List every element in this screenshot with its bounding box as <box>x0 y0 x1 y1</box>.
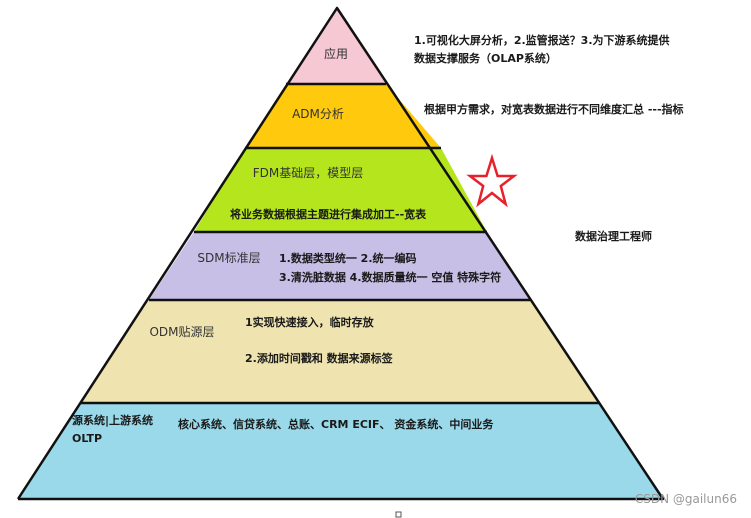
layer-fdm-band <box>194 148 487 232</box>
layer-app-title: 应用 <box>324 46 348 61</box>
odm-note-line-1: 1实现快速接入，临时存放 <box>245 315 375 329</box>
layer-odm-title: ODM贴源层 <box>149 325 214 339</box>
src-note: 核心系统、信贷系统、总账、CRM ECIF、 资金系统、中间业务 <box>178 417 494 431</box>
layer-sdm-band <box>149 232 530 300</box>
layer-adm-title: ADM分析 <box>292 107 344 121</box>
odm-note-line-2: 2.添加时间戳和 数据来源标签 <box>245 351 394 365</box>
side-label-role: 数据治理工程师 <box>575 229 652 243</box>
sdm-note-line-2: 3.清洗脏数据 4.数据质量统一 空值 特殊字符 <box>279 270 501 284</box>
pyramid-outline <box>16 6 665 501</box>
layer-app-band <box>286 8 386 84</box>
layer-sdm-title: SDM标准层 <box>197 251 260 265</box>
layer-src-title: 源系统|上游系统 <box>72 413 153 427</box>
app-note-line-2: 数据支撑服务（OLAP系统） <box>414 51 557 65</box>
layer-src-band <box>18 403 663 499</box>
fdm-note: 将业务数据根据主题进行集成加工--宽表 <box>230 207 427 221</box>
layer-src-subtitle: OLTP <box>72 432 102 445</box>
sdm-note-line-1: 1.数据类型统一 2.统一编码 <box>279 251 417 265</box>
star-outline-icon <box>466 153 518 208</box>
layer-adm-band <box>245 84 441 148</box>
adm-note: 根据甲方需求，对宽表数据进行不同维度汇总 ---指标 <box>424 102 684 116</box>
layer-odm-band <box>80 300 600 403</box>
app-note-line-1: 1.可视化大屏分析，2.监管报送？3.为下游系统提供 <box>414 33 670 47</box>
layer-fdm-title: FDM基础层，模型层 <box>253 166 364 180</box>
watermark-text: CSDN @gailun66 <box>635 492 737 506</box>
resize-handle[interactable] <box>395 511 402 518</box>
